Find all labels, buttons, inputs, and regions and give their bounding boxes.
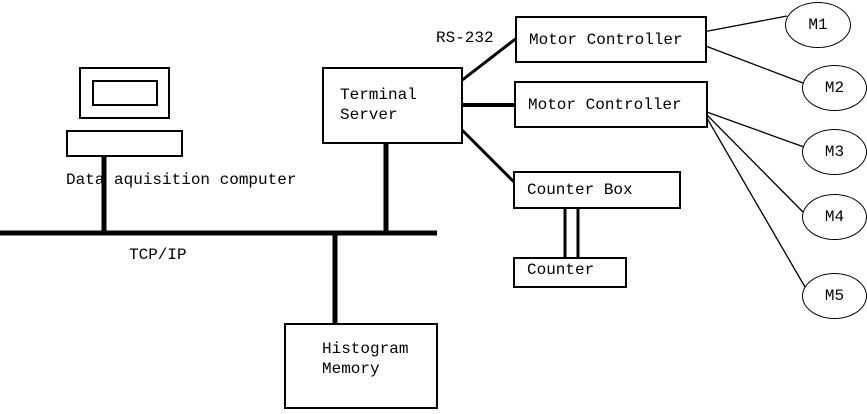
motor-controller-1-label: Motor Controller xyxy=(529,30,683,49)
histogram-memory-label: Histogram Memory xyxy=(322,340,409,378)
node-m3: M3 xyxy=(802,129,867,175)
m2-label: M2 xyxy=(824,79,845,97)
node-motor-controller-1: Motor Controller xyxy=(515,16,707,63)
serial-label: RS-232 xyxy=(436,29,494,47)
node-terminal-server: Terminal Server xyxy=(322,67,463,144)
node-counter: Counter xyxy=(513,257,627,288)
node-counter-box: Counter Box xyxy=(513,171,681,209)
node-m4: M4 xyxy=(802,194,867,240)
node-histogram-memory: Histogram Memory xyxy=(284,323,438,409)
node-motor-controller-2: Motor Controller xyxy=(514,81,708,128)
node-m5: M5 xyxy=(802,273,867,319)
m3-label: M3 xyxy=(824,143,845,161)
monitor-screen xyxy=(92,80,158,106)
counter-box-label: Counter Box xyxy=(527,181,633,199)
motor-controller-2-label: Motor Controller xyxy=(528,95,682,114)
counter-label: Counter xyxy=(527,260,595,279)
m4-label: M4 xyxy=(824,208,845,226)
server-counterbox-line xyxy=(459,127,519,187)
daq-computer-label: Data aquisition computer xyxy=(66,171,297,189)
mc2-m5-line xyxy=(703,112,806,288)
bus-label: TCP/IP xyxy=(129,246,187,264)
mc1-m2-line xyxy=(702,44,804,84)
m5-label: M5 xyxy=(824,287,845,305)
node-m1: M1 xyxy=(785,2,851,48)
computer-keyboard-icon xyxy=(66,130,183,157)
mc1-m1-line xyxy=(702,15,788,33)
terminal-server-label: Terminal Server xyxy=(340,86,417,124)
node-m2: M2 xyxy=(802,65,867,111)
m1-label: M1 xyxy=(808,16,828,34)
server-mc1-line xyxy=(460,35,519,83)
mc2-m4-line xyxy=(703,111,804,213)
mc2-m3-line xyxy=(703,110,805,148)
